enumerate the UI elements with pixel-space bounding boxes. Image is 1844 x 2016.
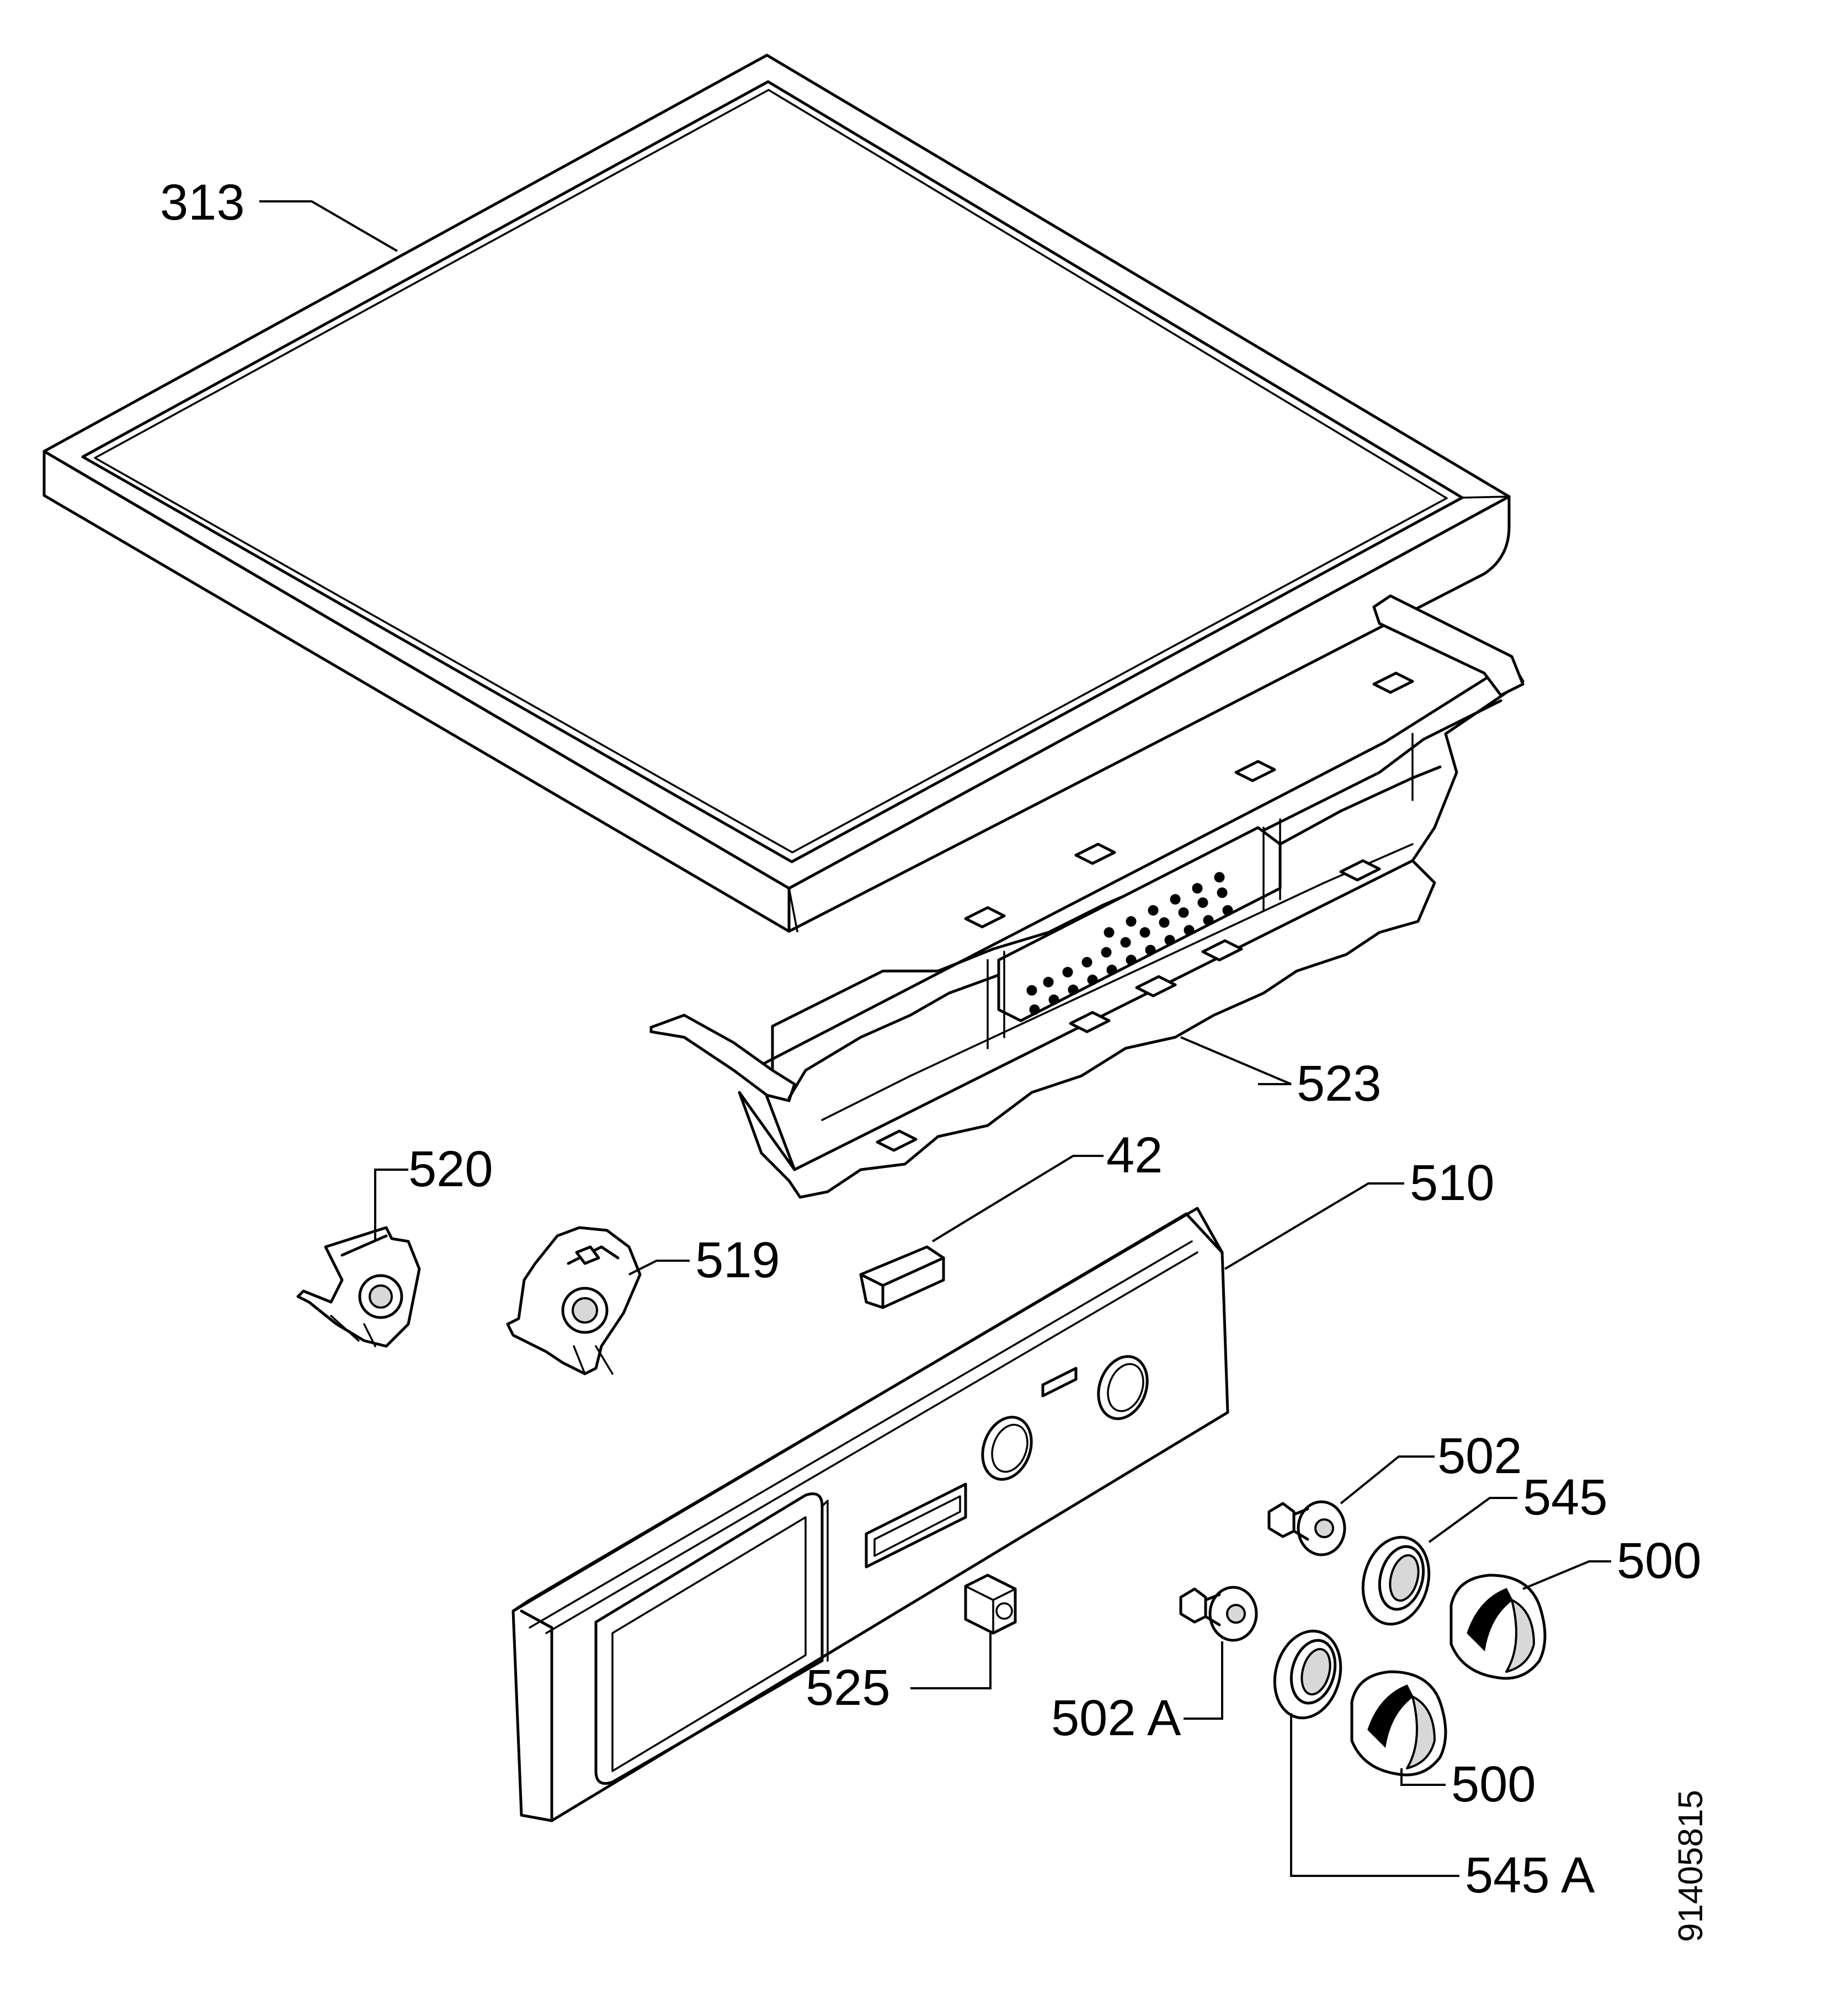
label-525: 525 — [806, 1660, 891, 1716]
leader-42 — [931, 1155, 1104, 1242]
label-502: 502 — [1437, 1428, 1522, 1484]
part-500-knob-upper — [1449, 1574, 1547, 1680]
label-519: 519 — [695, 1232, 780, 1288]
label-502a: 502 A — [1051, 1690, 1181, 1746]
leader-510 — [1224, 1182, 1404, 1270]
label-510: 510 — [1410, 1155, 1495, 1211]
leader-525 — [910, 1633, 992, 1689]
label-500-upper: 500 — [1617, 1533, 1702, 1589]
leader-520 — [374, 1169, 408, 1241]
label-523: 523 — [1297, 1055, 1382, 1112]
leader-523 — [1180, 1036, 1292, 1085]
label-42: 42 — [1106, 1127, 1163, 1183]
part-525-push-button — [964, 1574, 1017, 1635]
part-545a-ring — [1273, 1629, 1342, 1720]
part-510-control-fascia — [511, 1207, 1229, 1822]
leader-545a — [1290, 1713, 1459, 1877]
part-labels: 313 523 520 519 42 510 502 545 500 525 5… — [160, 174, 1702, 1903]
part-519-knob-carrier — [506, 1226, 642, 1375]
part-500-knob-lower — [1350, 1670, 1447, 1777]
leader-500-lower — [1400, 1768, 1446, 1786]
drawing-id: 91405815 — [1672, 1790, 1710, 1942]
part-520-switch-bracket — [296, 1226, 421, 1348]
leader-lines — [259, 200, 1611, 1877]
leader-313 — [259, 200, 398, 252]
label-545: 545 — [1523, 1469, 1608, 1526]
label-545a: 545 A — [1465, 1847, 1595, 1903]
part-502-shaft — [1267, 1500, 1346, 1556]
part-523-panel-carrier — [649, 594, 1525, 1199]
leader-500-upper — [1522, 1560, 1611, 1590]
label-313: 313 — [160, 174, 245, 231]
leader-545 — [1428, 1497, 1517, 1543]
part-42-switch — [859, 1245, 945, 1309]
label-520: 520 — [408, 1141, 493, 1197]
label-500-lower: 500 — [1451, 1756, 1536, 1812]
part-545-ring — [1361, 1535, 1431, 1626]
part-502a-shaft — [1179, 1586, 1258, 1642]
leader-519 — [628, 1260, 690, 1276]
part-313-top-cover — [42, 54, 1511, 933]
leader-502 — [1340, 1455, 1435, 1505]
leader-502a — [1184, 1641, 1223, 1720]
